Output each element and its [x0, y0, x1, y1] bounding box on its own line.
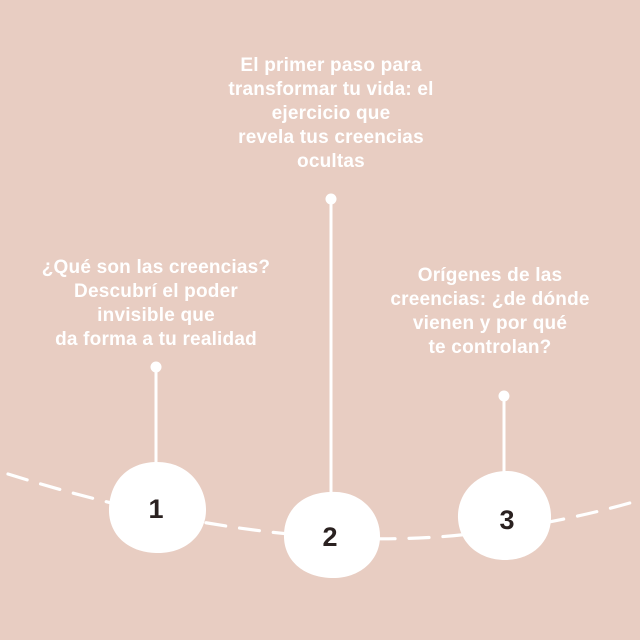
step-blob-3: [457, 470, 552, 560]
step-3-title-line: te controlan?: [428, 337, 552, 358]
step-1-number: 1: [148, 494, 164, 524]
step-2-title-line: revela tus creencias: [238, 127, 424, 148]
step-2-title-line: El primer paso para: [240, 55, 422, 76]
connector-dot-1: [150, 361, 162, 373]
step-3-title-line: vienen y por qué: [412, 313, 568, 334]
dashed-curve: [6, 472, 640, 541]
step-blob-1: [108, 461, 206, 554]
step-3-number: 3: [499, 505, 515, 535]
step-2-title-line: ejercicio que: [271, 103, 391, 124]
step-1-title-line: Descubrí el poder: [74, 281, 238, 302]
step-1-title-line: invisible que: [97, 305, 215, 326]
step-1-title-line: ¿Qué son las creencias?: [41, 257, 271, 278]
connector-dot-2: [325, 193, 337, 205]
step-blob-2: [283, 491, 381, 579]
step-2-title-line: transformar tu vida: el: [228, 79, 434, 100]
step-3-title-line: Orígenes de las: [417, 265, 563, 286]
connector-dot-3: [498, 390, 510, 402]
step-1-title: ¿Qué son las creencias? Descubrí el pode…: [10, 256, 302, 352]
step-2-number: 2: [322, 522, 338, 552]
step-3-title: Orígenes de las creencias: ¿de dónde vie…: [360, 264, 620, 360]
step-2-title: El primer paso para transformar tu vida:…: [190, 54, 472, 174]
step-1-title-line: da forma a tu realidad: [55, 329, 257, 350]
step-2-title-line: ocultas: [297, 151, 365, 172]
step-3-title-line: creencias: ¿de dónde: [390, 289, 590, 310]
